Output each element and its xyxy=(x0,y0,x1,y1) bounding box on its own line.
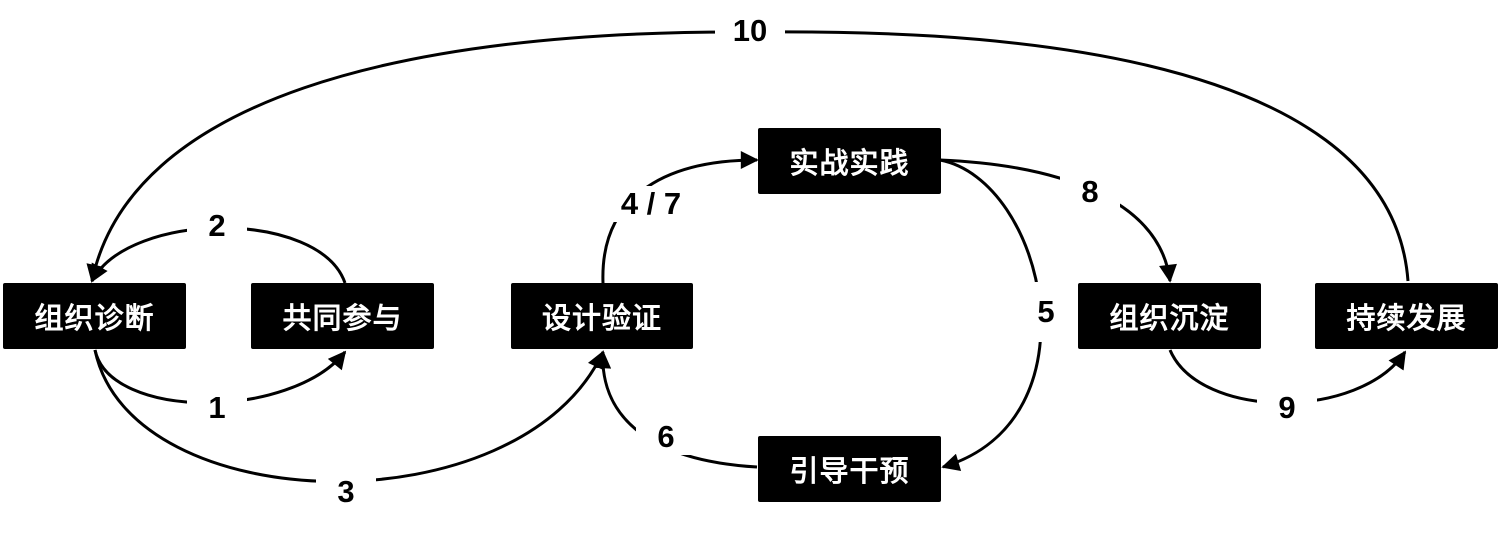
node-develop: 持续发展 xyxy=(1315,283,1498,349)
node-intervene: 引导干预 xyxy=(758,436,941,502)
edge-2-label: 2 xyxy=(187,208,247,244)
edge-3-path xyxy=(93,349,605,483)
node-diagnose: 组织诊断 xyxy=(3,283,186,349)
edge-9-label: 9 xyxy=(1257,390,1317,426)
node-settle: 组织沉淀 xyxy=(1078,283,1261,349)
node-settle-label: 组织沉淀 xyxy=(1109,301,1230,335)
edge-10-path xyxy=(86,30,1410,283)
edge-6-label: 6 xyxy=(636,419,696,455)
node-validate-label: 设计验证 xyxy=(541,301,662,335)
edge-10-label: 10 xyxy=(715,13,785,49)
edge-47-label: 4 / 7 xyxy=(606,186,696,222)
node-develop-label: 持续发展 xyxy=(1346,301,1467,335)
edge-6-path xyxy=(593,350,758,469)
node-practice-label: 实战实践 xyxy=(789,146,910,180)
edge-5-label: 5 xyxy=(1026,282,1066,342)
edge-1-label: 1 xyxy=(187,390,247,426)
edge-8-path xyxy=(939,158,1177,283)
node-validate: 设计验证 xyxy=(511,283,693,349)
node-participate: 共同参与 xyxy=(251,283,434,349)
edge-3-label: 3 xyxy=(316,474,376,510)
node-diagnose-label: 组织诊断 xyxy=(34,301,155,335)
node-practice: 实战实践 xyxy=(758,128,941,194)
node-participate-label: 共同参与 xyxy=(282,301,403,335)
edge-8-label: 8 xyxy=(1060,174,1120,210)
node-intervene-label: 引导干预 xyxy=(789,454,910,488)
